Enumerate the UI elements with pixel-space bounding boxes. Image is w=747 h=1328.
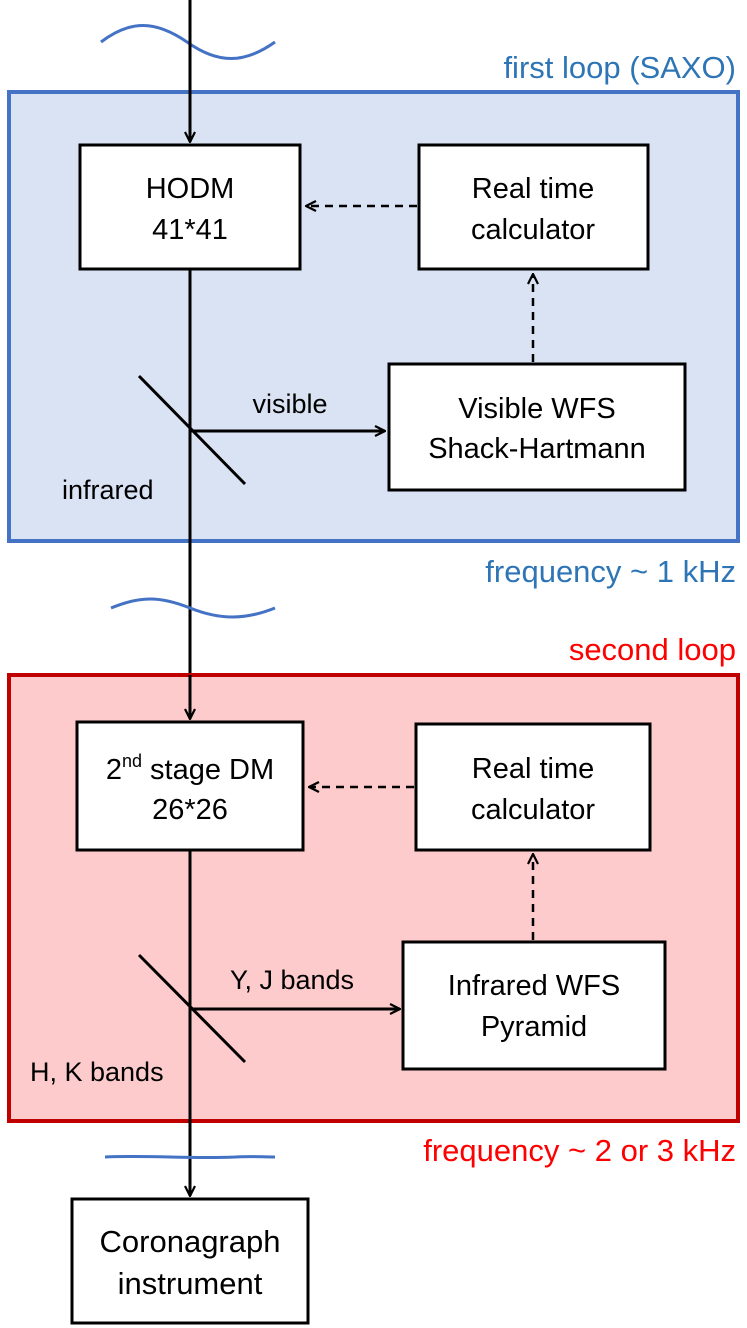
- visible-wfs-box: [387, 362, 687, 492]
- infrared-wfs-label-line2: Pyramid: [481, 1011, 587, 1043]
- first-loop-title: first loop (SAXO): [503, 50, 736, 85]
- coronagraph-label-line1: Coronagraph: [100, 1224, 281, 1259]
- visible-wfs-label-line1: Visible WFS: [458, 393, 615, 425]
- infrared-wfs-box: [401, 940, 667, 1071]
- dm2-box: [75, 720, 305, 852]
- rtc2-label-line1: Real time: [472, 753, 595, 785]
- yj-bands-label: Y, J bands: [230, 965, 354, 995]
- rtc1-label-line2: calculator: [471, 214, 595, 246]
- output-wavefront: [104, 1154, 276, 1160]
- infrared-wfs-label-line1: Infrared WFS: [448, 970, 620, 1002]
- dm2-label: 2nd stage DM: [106, 751, 274, 786]
- hodm-size: 41*41: [152, 214, 228, 246]
- hk-bands-label: H, K bands: [30, 1057, 164, 1087]
- second-loop-frequency: frequency ~ 2 or 3 kHz: [423, 1133, 736, 1168]
- incoming-wavefront: [100, 24, 276, 60]
- visible-label: visible: [252, 389, 327, 419]
- coronagraph-box: [70, 1197, 310, 1325]
- dm2-size: 26*26: [152, 794, 228, 826]
- coronagraph-label-line2: instrument: [118, 1266, 263, 1301]
- hodm-label: HODM: [146, 173, 235, 205]
- rtc2-label-line2: calculator: [471, 794, 595, 826]
- hodm-box: [78, 143, 302, 271]
- infrared-label: infrared: [62, 475, 154, 505]
- first-loop-frequency: frequency ~ 1 kHz: [485, 554, 736, 589]
- visible-wfs-label-line2: Shack-Hartmann: [428, 433, 646, 465]
- intermediate-wavefront: [110, 597, 276, 619]
- rtc1-label-line1: Real time: [472, 173, 595, 205]
- second-loop-title: second loop: [569, 632, 736, 667]
- rtc1-box: [417, 143, 650, 271]
- rtc2-box: [414, 722, 652, 852]
